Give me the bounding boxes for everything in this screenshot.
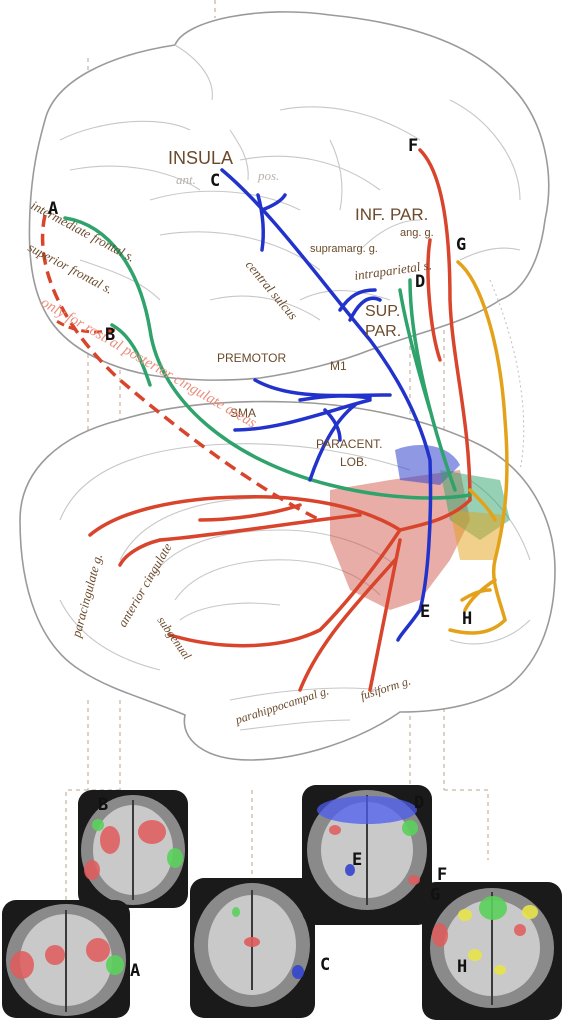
letter-g: G xyxy=(456,235,466,255)
slice-letter-c: C xyxy=(320,955,330,975)
slice-letter-h: H xyxy=(457,957,467,977)
coronal-slice-b xyxy=(78,790,188,908)
pathway-green xyxy=(63,216,472,500)
letter-e: E xyxy=(420,602,430,622)
label-paracent-2: LOB. xyxy=(340,455,367,469)
label-paracent-1: PARACENT. xyxy=(316,437,382,451)
region-overlays xyxy=(330,445,510,610)
label-ang-g: ang. g. xyxy=(400,227,434,239)
label-inf-par: INF. PAR. xyxy=(355,205,428,224)
pathway-blue xyxy=(220,168,433,642)
slice-letter-g: G xyxy=(430,885,440,905)
letter-h: H xyxy=(462,609,472,629)
slice-letter-a: A xyxy=(130,961,140,981)
label-sup-par-2: PAR. xyxy=(365,323,401,340)
slice-letter-d: D xyxy=(414,793,424,813)
coronal-slice-a xyxy=(2,900,130,1018)
letter-a: A xyxy=(48,199,58,219)
letter-d: D xyxy=(415,272,425,292)
coronal-slice-g-h xyxy=(422,882,562,1020)
label-ant: ant. xyxy=(176,172,196,187)
label-premotor: PREMOTOR xyxy=(217,351,286,365)
letter-b: B xyxy=(105,325,115,345)
medial-brain xyxy=(19,400,556,761)
label-m1: M1 xyxy=(330,359,347,373)
label-insula: INSULA xyxy=(168,148,233,168)
slice-letter-e: E xyxy=(352,850,362,870)
faint-dotted-link xyxy=(489,279,525,471)
label-sup-par-1: SUP. xyxy=(365,303,400,320)
lateral-brain xyxy=(28,11,550,381)
pathway-orange xyxy=(448,260,509,635)
label-supramarg-g: supramarg. g. xyxy=(310,243,378,255)
letter-f: F xyxy=(408,136,418,156)
rostral-dashed-pathway xyxy=(40,214,321,522)
slice-letter-f: F xyxy=(437,865,447,885)
label-pos: pos. xyxy=(257,168,279,183)
coronal-slice-d-e xyxy=(302,785,432,925)
letter-c: C xyxy=(210,171,220,191)
label-sma: SMA xyxy=(230,406,256,420)
coronal-slice-c xyxy=(190,878,315,1018)
slice-letter-b: B xyxy=(98,795,108,815)
pathway-red xyxy=(88,148,472,692)
b-dashed-branch xyxy=(54,318,116,334)
